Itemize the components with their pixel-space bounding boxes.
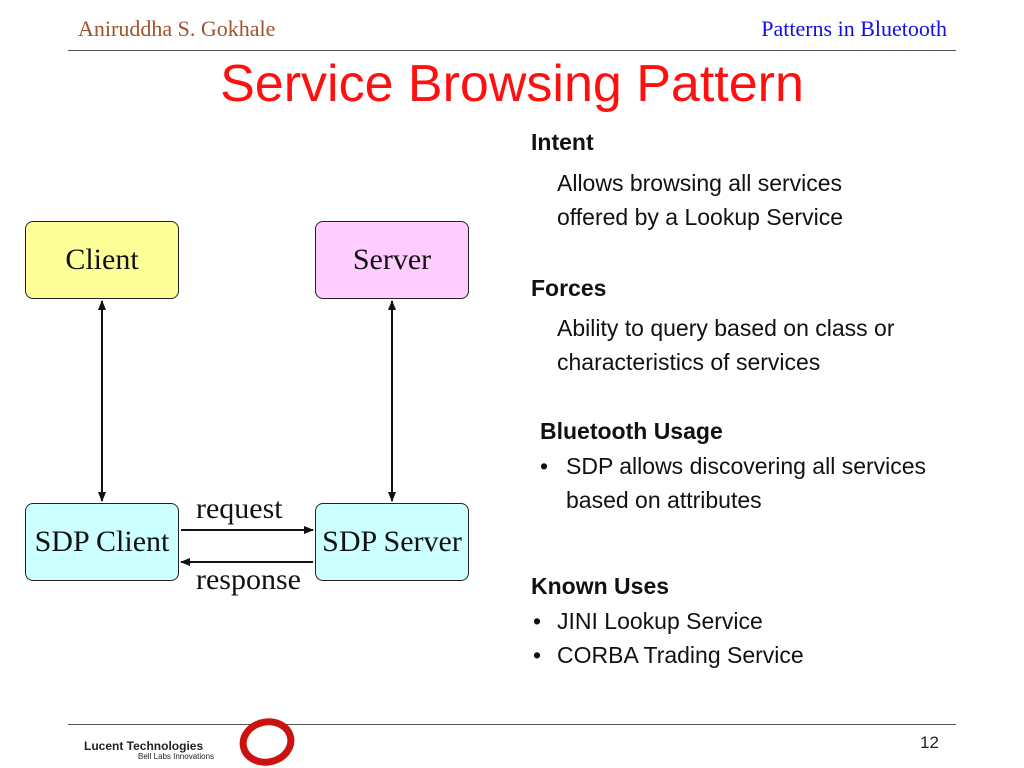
known-uses-item-2: CORBA Trading Service xyxy=(557,642,804,668)
logo-name: Lucent Technologies xyxy=(84,739,204,753)
header-author: Aniruddha S. Gokhale xyxy=(78,16,276,41)
known-uses-bullet-2: • xyxy=(533,642,542,668)
forces-heading: Forces xyxy=(531,275,607,301)
logo-ring-icon xyxy=(239,718,295,766)
sdp-server-box: SDP Server xyxy=(315,503,469,581)
sdp-client-box: SDP Client xyxy=(25,503,179,581)
server-label: Server xyxy=(352,243,432,276)
client-box: Client xyxy=(25,221,179,299)
header-topic: Patterns in Bluetooth xyxy=(761,16,947,41)
bluetooth-usage-line-2: based on attributes xyxy=(566,487,762,513)
header-divider xyxy=(68,50,956,51)
page-number: 12 xyxy=(920,733,939,752)
sdp-server-label: SDP Server xyxy=(322,525,462,558)
bluetooth-usage-bullet: • xyxy=(540,453,549,479)
slide-title: Service Browsing Pattern xyxy=(220,55,804,113)
intent-line-1: Allows browsing all services xyxy=(557,170,843,196)
known-uses-heading: Known Uses xyxy=(531,573,670,599)
client-label: Client xyxy=(65,243,139,276)
known-uses-bullet-1: • xyxy=(533,608,542,634)
response-label: response xyxy=(196,563,301,596)
forces-line-2: characteristics of services xyxy=(557,349,821,375)
intent-line-2: offered by a Lookup Service xyxy=(557,204,843,230)
forces-line-1: Ability to query based on class or xyxy=(557,315,895,341)
sdp-client-label: SDP Client xyxy=(34,525,170,558)
bluetooth-usage-line-1: SDP allows discovering all services xyxy=(566,453,927,479)
intent-heading: Intent xyxy=(531,129,594,155)
bluetooth-usage-heading: Bluetooth Usage xyxy=(540,418,723,444)
known-uses-item-1: JINI Lookup Service xyxy=(557,608,763,634)
server-box: Server xyxy=(315,221,469,299)
footer-divider xyxy=(68,724,956,725)
request-label: request xyxy=(196,492,283,525)
logo-tagline: Bell Labs Innovations xyxy=(138,752,215,761)
